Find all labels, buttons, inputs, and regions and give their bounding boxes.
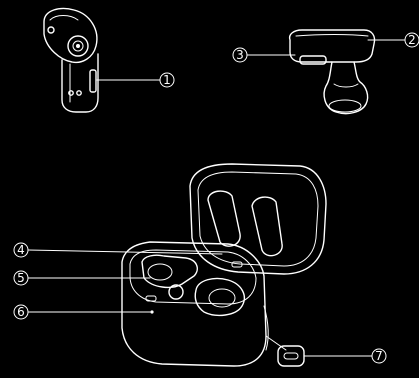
- callout-7-label: 7: [375, 349, 383, 363]
- callout-4-label: 4: [17, 243, 25, 257]
- callout-3-label: 3: [236, 48, 244, 62]
- callout-3: 3: [233, 48, 295, 62]
- callout-7: 7: [304, 349, 386, 363]
- callout-4: 4: [14, 243, 222, 257]
- callout-2-label: 2: [408, 33, 416, 47]
- usb-c-port: [278, 346, 304, 366]
- callout-1: 1: [97, 73, 174, 87]
- earbud-side: [290, 30, 375, 114]
- earbud-front: [44, 9, 98, 113]
- callout-2: 2: [368, 33, 419, 47]
- callout-1-label: 1: [163, 73, 171, 87]
- callout-5-label: 5: [17, 271, 25, 285]
- callout-6: 6: [14, 305, 150, 319]
- callout-6-label: 6: [17, 305, 25, 319]
- charging-case: [122, 164, 326, 366]
